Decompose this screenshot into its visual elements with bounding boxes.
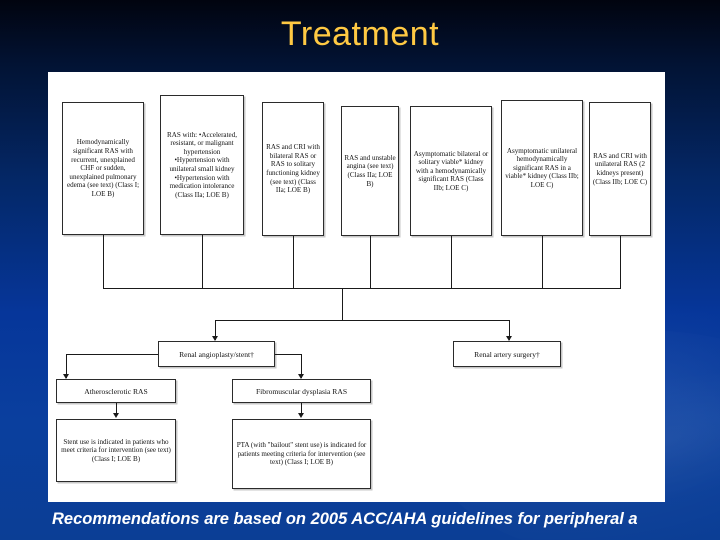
connector-bus-horizontal	[103, 288, 621, 289]
flowchart-box-fibromuscular-dysplasia-ras: Fibromuscular dysplasia RAS	[232, 379, 371, 403]
connector-drop-7	[620, 236, 621, 288]
connector-to-angioplasty	[215, 320, 216, 340]
connector-treatment-split	[215, 320, 510, 321]
flowchart-box-renal-angioplasty-stent: Renal angioplasty/stent†	[158, 341, 275, 367]
connector-drop-6	[542, 236, 543, 288]
flowchart-box-hemodynamic-ras-chf: Hemodynamically significant RAS with rec…	[62, 102, 144, 235]
box-text: Fibromuscular dysplasia RAS	[255, 386, 348, 396]
flowchart-box-ras-cri-unilateral: RAS and CRI with unilateral RAS (2 kidne…	[589, 102, 651, 236]
box-text: PTA (with "bailout" stent use) is indica…	[236, 441, 367, 467]
flowchart-box-stent-recommendation: Stent use is indicated in patients who m…	[56, 419, 176, 482]
box-text: RAS with: •Accelerated, resistant, or ma…	[166, 130, 238, 199]
connector-down-stent-rec	[116, 403, 117, 416]
connector-drop-2	[202, 235, 203, 288]
connector-drop-1	[103, 235, 104, 288]
box-text: Atherosclerotic RAS	[84, 386, 148, 396]
flowchart-box-asymptomatic-unilateral: Asymptomatic unilateral hemodynamically …	[501, 100, 583, 236]
box-text: Asymptomatic bilateral or solitary viabl…	[413, 149, 489, 192]
box-text: Hemodynamically significant RAS with rec…	[66, 138, 140, 198]
arrow-down-to-surgery	[505, 336, 512, 341]
connector-angioplasty-right	[275, 354, 302, 355]
box-text: RAS and CRI with bilateral RAS or RAS to…	[266, 143, 320, 195]
connector-down-pta-rec	[301, 403, 302, 416]
arrow-down-to-fibromuscular	[297, 374, 304, 379]
flowchart-box-asymptomatic-bilateral: Asymptomatic bilateral or solitary viabl…	[410, 106, 492, 236]
arrow-down-to-pta-rec	[297, 413, 304, 418]
box-text: Asymptomatic unilateral hemodynamically …	[505, 146, 579, 189]
connector-down-fibromuscular	[301, 354, 302, 378]
arrow-down-to-atherosclerotic	[62, 374, 69, 379]
flowchart-box-ras-cri-bilateral: RAS and CRI with bilateral RAS or RAS to…	[262, 102, 324, 236]
connector-angioplasty-left	[66, 354, 158, 355]
connector-drop-3	[293, 236, 294, 288]
page-title: Treatment	[280, 15, 440, 53]
flowchart-box-ras-with-hypertension: RAS with: •Accelerated, resistant, or ma…	[160, 95, 244, 235]
box-text: Renal angioplasty/stent†	[179, 349, 254, 359]
connector-down-atherosclerotic	[66, 354, 67, 378]
flowchart-box-atherosclerotic-ras: Atherosclerotic RAS	[56, 379, 176, 403]
arrow-down-to-stent-rec	[112, 413, 119, 418]
slide-caption: Recommendations are based on 2005 ACC/AH…	[52, 510, 638, 528]
connector-drop-4	[370, 236, 371, 288]
flowchart-box-pta-recommendation: PTA (with "bailout" stent use) is indica…	[232, 419, 371, 489]
box-text: Renal artery surgery†	[474, 349, 540, 359]
box-text: Stent use is indicated in patients who m…	[61, 437, 171, 463]
connector-to-surgery	[509, 320, 510, 340]
flowchart-box-renal-artery-surgery: Renal artery surgery†	[453, 341, 561, 367]
flowchart-box-ras-unstable-angina: RAS and unstable angina (see text) (Clas…	[341, 106, 399, 236]
box-text: RAS and CRI with unilateral RAS (2 kidne…	[592, 151, 648, 186]
arrow-down-to-angioplasty	[211, 336, 218, 341]
flowchart-figure: Hemodynamically significant RAS with rec…	[48, 72, 665, 502]
connector-drop-5	[451, 236, 452, 288]
box-text: RAS and unstable angina (see text) (Clas…	[344, 153, 396, 188]
connector-center-stem	[342, 288, 343, 320]
